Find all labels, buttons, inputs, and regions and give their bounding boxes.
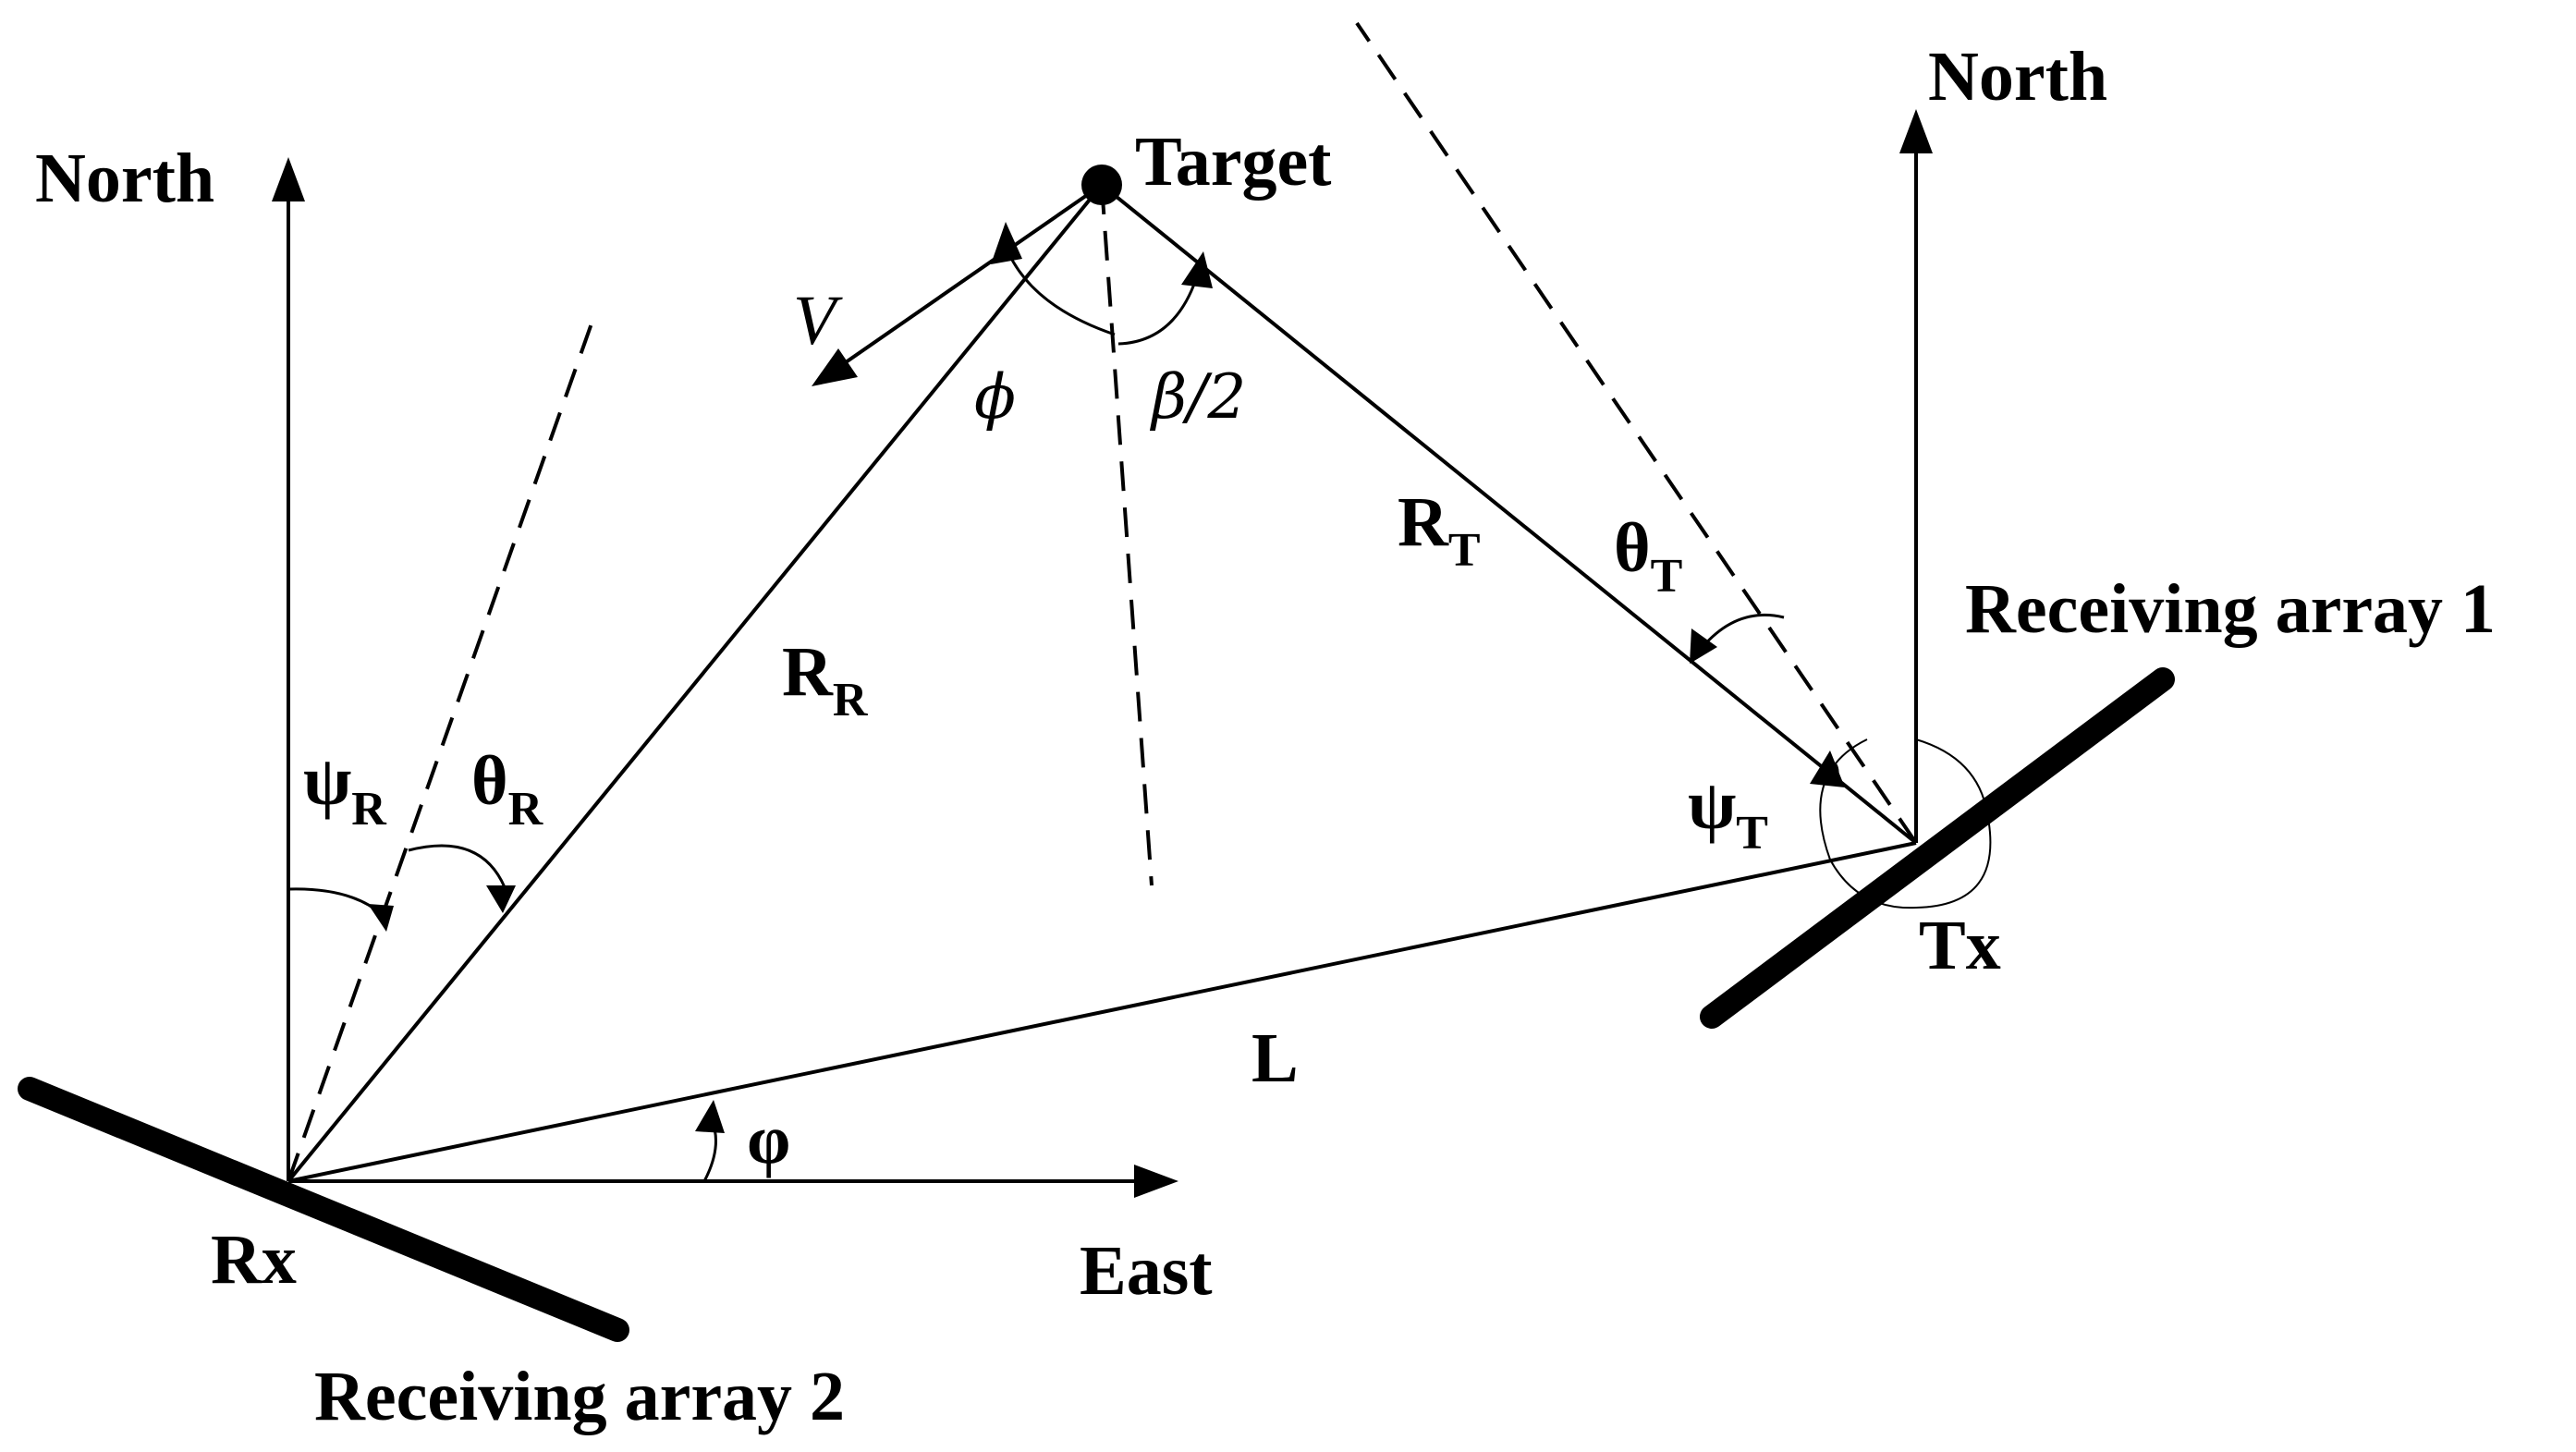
- north-label-tx: North: [1928, 38, 2107, 116]
- beta-half-angle-arc: [1117, 278, 1198, 346]
- baseline-l-line: [287, 841, 1917, 1183]
- receiving-array-2-label: Receiving array 2: [314, 1358, 845, 1435]
- beta-half-arc-arrowhead: [1181, 251, 1213, 288]
- beta-half-label: β/2: [1149, 361, 1246, 433]
- tx-rotation-arc: [1819, 738, 1992, 909]
- east-label: East: [1080, 1232, 1213, 1310]
- range-rt-label: RT: [1398, 483, 1481, 577]
- phi-label: ϕ: [974, 361, 1016, 433]
- tx-label: Tx: [1919, 907, 2001, 984]
- psi-t-arc-arrowhead: [1810, 750, 1845, 787]
- north-arrowhead-tx: [1899, 109, 1933, 153]
- north-arrowhead-rx: [272, 157, 305, 201]
- receiving-array-2-bar: [18, 1077, 629, 1342]
- velocity-arrowhead: [812, 348, 858, 386]
- east-arrowhead: [1134, 1165, 1178, 1198]
- dashed-line-rx: [287, 323, 593, 1182]
- psi-r-angle-arc: [287, 887, 384, 917]
- varphi-arc-arrowhead: [695, 1100, 725, 1133]
- varphi-label: φ: [747, 1101, 790, 1178]
- velocity-label: V: [793, 282, 843, 360]
- dashed-bisector-target: [1100, 184, 1154, 886]
- dashed-line-tx: [1355, 21, 1918, 845]
- theta-t-angle-arc: [1701, 613, 1785, 648]
- rx-label: Rx: [211, 1221, 297, 1299]
- range-rr-label: RR: [782, 633, 869, 726]
- psi-t-label: ψT: [1688, 766, 1768, 860]
- theta-t-arc-arrowhead: [1690, 628, 1717, 664]
- range-rt-line: [1100, 183, 1918, 845]
- target-label: Target: [1135, 123, 1332, 201]
- baseline-label: L: [1251, 1019, 1299, 1097]
- receiving-array-1-label: Receiving array 1: [1965, 570, 2496, 648]
- north-label-rx: North: [35, 140, 214, 217]
- range-rr-line: [287, 183, 1104, 1183]
- velocity-vector: [844, 183, 1104, 364]
- phi-arc-arrowhead: [991, 222, 1022, 264]
- theta-r-label: θR: [471, 742, 544, 836]
- theta-t-label: θT: [1614, 509, 1682, 603]
- receiving-array-1-bar: [1700, 667, 2175, 1029]
- psi-r-label: ψR: [303, 742, 387, 836]
- psi-r-arc-arrowhead: [368, 904, 394, 932]
- theta-r-angle-arc: [408, 844, 507, 888]
- theta-r-arc-arrowhead: [486, 885, 516, 913]
